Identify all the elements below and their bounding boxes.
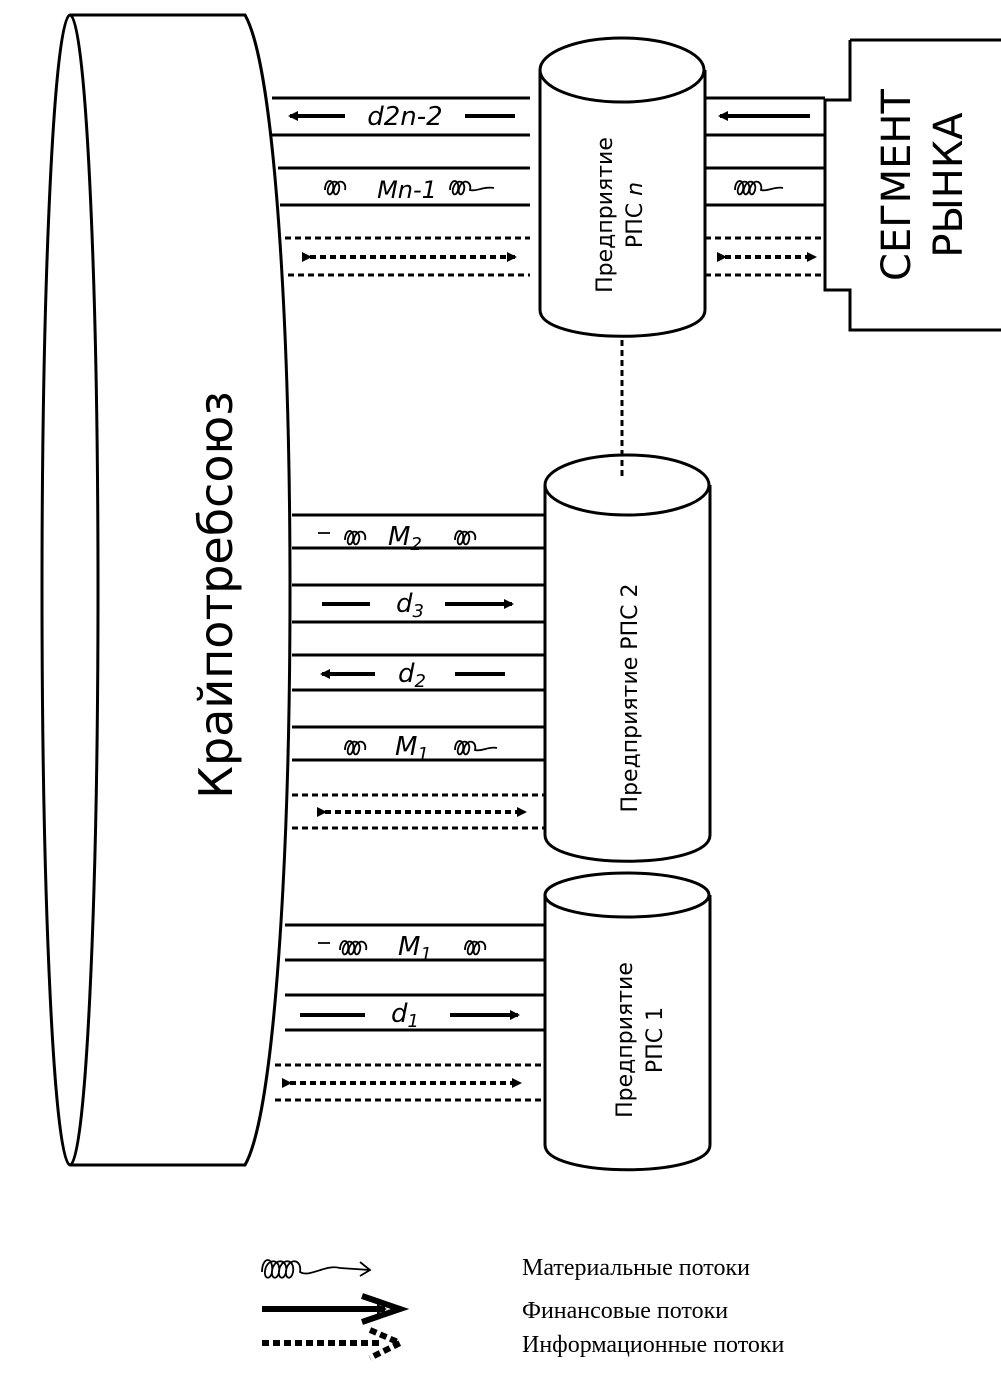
flow-label-m1b: M1 (398, 932, 432, 965)
financial-legend-arrowhead (361, 1293, 410, 1325)
enterprise-1-line1: Предприятие (613, 962, 638, 1118)
pipes-middle: M2 d3 d2 M1 (292, 513, 545, 830)
market-segment: СЕГМЕНТ РЫНКА (823, 38, 1001, 332)
flow-label-d3: d3 (396, 589, 424, 622)
enterprise-2-label: Предприятие РПС 2 (618, 584, 643, 813)
enterprise-n-line2: РПС n (623, 182, 648, 248)
enterprise-2: Предприятие РПС 2 (543, 453, 712, 863)
market-label-line1: СЕГМЕНТ (874, 88, 920, 280)
legend-financial-label: Финансовые потоки (522, 1298, 728, 1324)
material-coil-icon (324, 180, 347, 196)
flow-label-mn1: Mn-1 (377, 176, 437, 204)
legend-material-label: Материальные потоки (522, 1255, 750, 1281)
legend: Материальные потоки Финансовые потоки Ин… (261, 1255, 785, 1361)
union-cylinder: Крайпотребсоюз (40, 13, 292, 1167)
legend-information-label: Информационные потоки (522, 1332, 785, 1358)
material-coil-icon (344, 740, 367, 756)
material-coil-icon (318, 530, 367, 546)
pipes-bottom: M1 d1 (275, 923, 545, 1102)
material-coil-icon (464, 940, 487, 956)
material-coil-icon (454, 740, 498, 756)
material-legend-icon (261, 1259, 372, 1279)
union-label: Крайпотребсоюз (189, 391, 243, 798)
flow-label-d2: d2 (398, 659, 426, 692)
flow-label-m1: M1 (395, 732, 429, 765)
flow-label-d1: d1 (391, 999, 419, 1032)
material-coil-icon (449, 180, 495, 196)
enterprise-1: Предприятие РПС 1 (543, 871, 712, 1172)
flow-label-d2n2: d2n-2 (367, 102, 442, 132)
market-label-line2: РЫНКА (926, 112, 972, 258)
enterprise-n-line1: Предприятие (593, 137, 618, 293)
pipes-top: d2n-2 Mn-1 (272, 96, 825, 277)
flow-label-m2: M2 (388, 522, 422, 555)
material-coil-icon (734, 180, 784, 196)
enterprise-n: Предприятие РПС n (538, 36, 707, 338)
material-coil-icon (318, 940, 368, 956)
enterprise-1-line2: РПС 1 (643, 1007, 668, 1073)
material-coil-icon (454, 530, 477, 546)
information-legend-arrowhead (368, 1327, 408, 1361)
